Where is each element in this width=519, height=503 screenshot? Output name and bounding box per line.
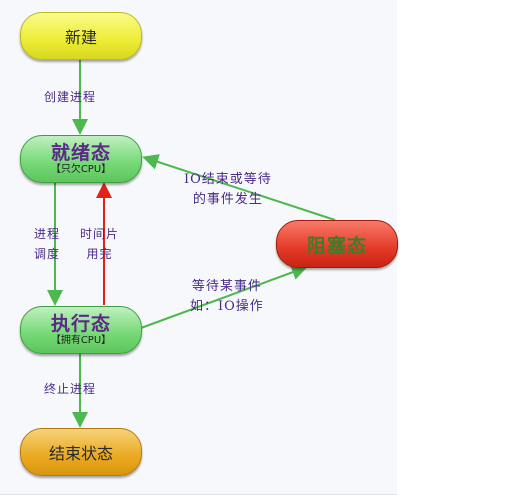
state-new-label: 新建 [64, 28, 97, 47]
transition-wait-label: 等待某事件 如：IO操作 [190, 277, 264, 317]
state-blocked: 阻塞态 [276, 220, 398, 268]
state-running-subtitle: 【拥有CPU】 [50, 335, 112, 346]
transition-timeslice-line1: 时间片 [80, 227, 120, 241]
transition-exit-label: 终止进程 [44, 382, 97, 396]
transition-schedule-line1: 进程 [34, 227, 61, 241]
state-ready: 就绪态 【只欠CPU】 [20, 135, 142, 183]
transition-schedule-line2: 调度 [34, 247, 61, 261]
state-ready-title: 就绪态 [50, 142, 111, 164]
state-ready-subtitle: 【只欠CPU】 [50, 164, 112, 175]
state-running: 执行态 【拥有CPU】 [20, 306, 142, 354]
state-blocked-title: 阻塞态 [306, 234, 367, 257]
state-running-title: 执行态 [50, 313, 111, 335]
transition-wait-line1: 等待某事件 [191, 279, 262, 294]
arrow-io-done [142, 154, 336, 221]
state-new: 新建 [20, 12, 142, 60]
transition-io-done-label: IO结束或等待 的事件发生 [184, 170, 272, 210]
transition-wait-line2: 如：IO操作 [190, 299, 264, 314]
transition-schedule-label: 进程 调度 [34, 224, 60, 264]
transition-timeslice-label: 时间片 用完 [80, 224, 119, 264]
state-terminated-label: 结束状态 [48, 444, 113, 463]
arrow-wait [140, 264, 308, 329]
transition-timeslice-line2: 用完 [86, 247, 113, 261]
transition-create-label: 创建进程 [44, 90, 97, 104]
transition-io-done-line2: 的事件发生 [192, 192, 263, 207]
transition-io-done-line1: IO结束或等待 [184, 172, 272, 187]
state-terminated: 结束状态 [20, 428, 142, 476]
divider [0, 494, 397, 495]
